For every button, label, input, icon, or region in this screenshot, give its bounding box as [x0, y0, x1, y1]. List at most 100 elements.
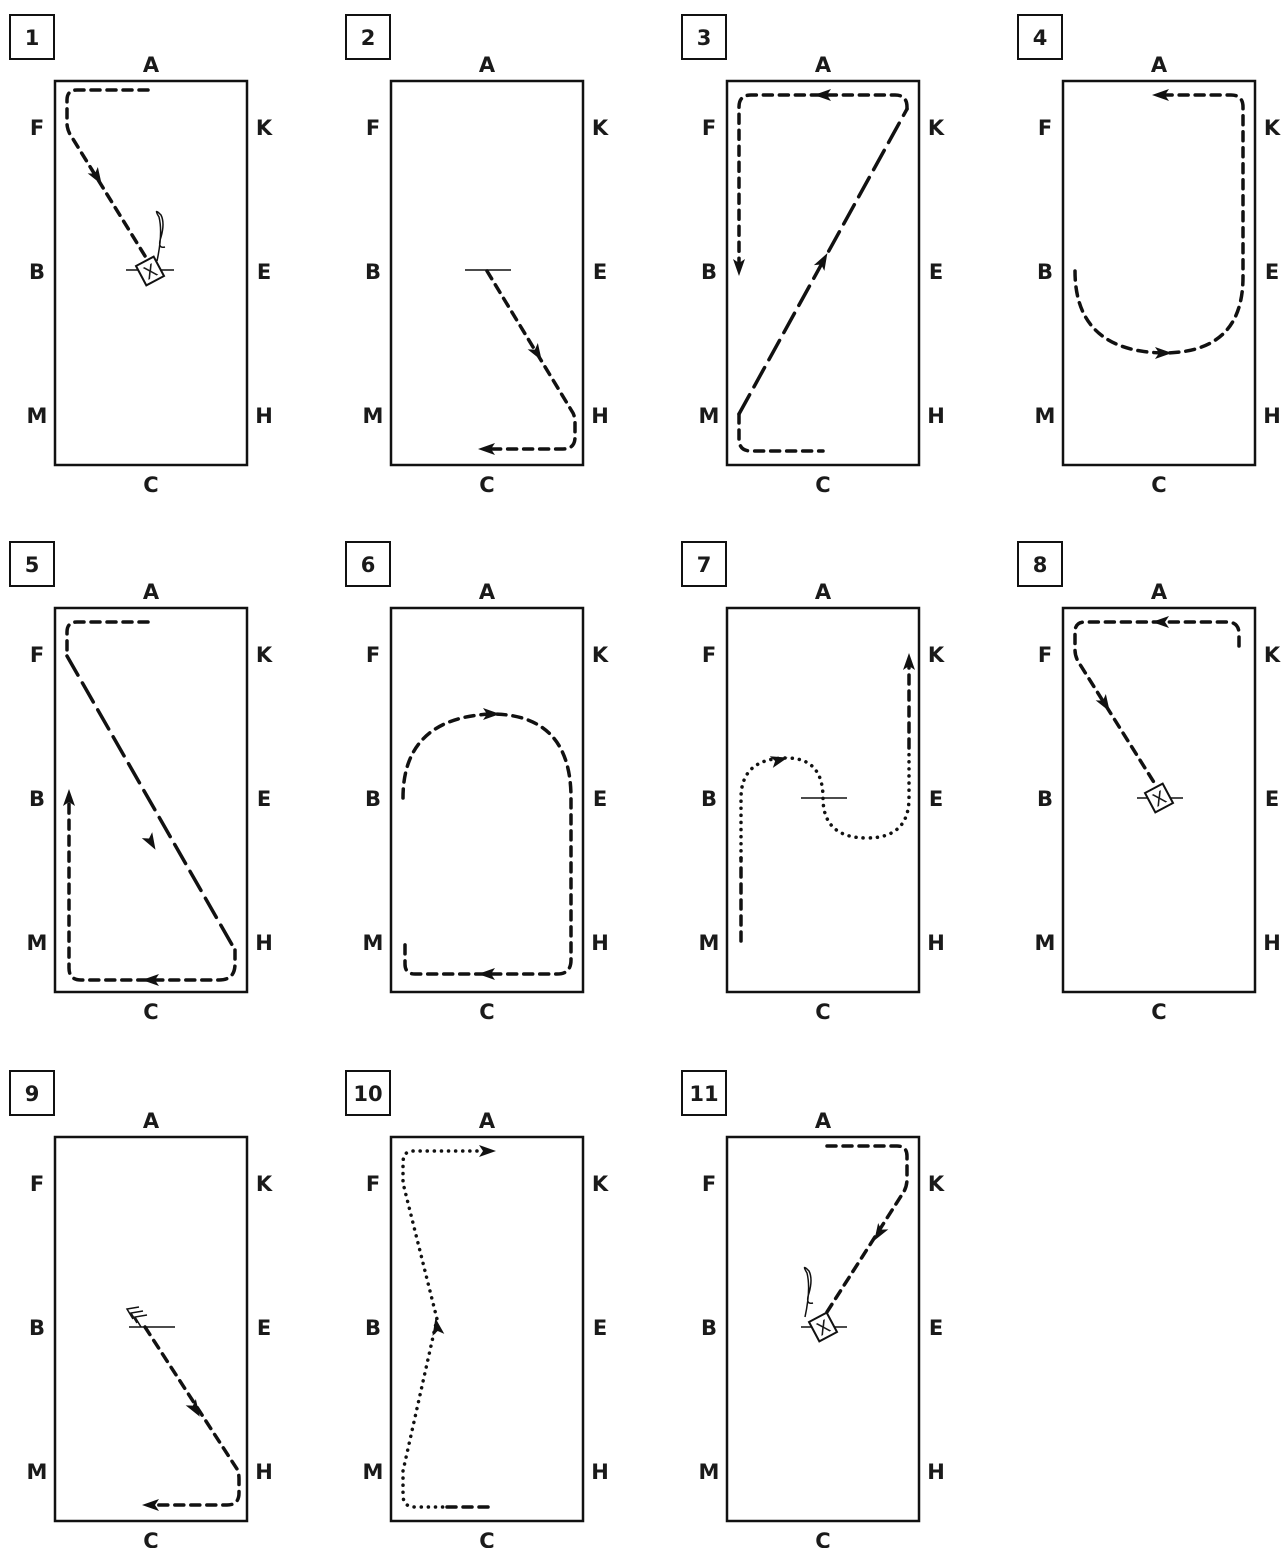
- marker-top: A: [815, 580, 832, 604]
- marker-left-B: B: [701, 260, 717, 284]
- route-path: [401, 712, 573, 976]
- marker-left-F: F: [1038, 643, 1052, 667]
- marker-bottom: C: [815, 473, 830, 497]
- marker-bottom: C: [815, 1529, 830, 1548]
- marker-right-E: E: [929, 260, 943, 284]
- arena-outline: [389, 606, 585, 994]
- panel-number-box: [345, 1070, 391, 1116]
- marker-left-M: M: [699, 931, 720, 955]
- marker-right-H: H: [927, 931, 945, 955]
- arena-outline: [1061, 79, 1257, 467]
- panel-number-box: [681, 14, 727, 60]
- marker-top: A: [1151, 53, 1168, 77]
- panel-number: 1: [25, 26, 40, 50]
- marker-right-E: E: [257, 260, 271, 284]
- panel-number-box: [681, 1070, 727, 1116]
- marker-right-E: E: [929, 787, 943, 811]
- marker-right-K: K: [256, 643, 273, 667]
- marker-right-E: E: [1265, 260, 1279, 284]
- marker-left-M: M: [363, 1460, 384, 1484]
- direction-arrow-icon: [141, 832, 161, 853]
- marker-left-M: M: [27, 404, 48, 428]
- panel-number: 9: [25, 1082, 40, 1106]
- marker-left-F: F: [30, 1172, 44, 1196]
- marker-right-K: K: [256, 1172, 273, 1196]
- marker-right-K: K: [592, 116, 609, 140]
- marker-top: A: [479, 1109, 496, 1133]
- panel-number-box: [9, 14, 55, 60]
- marker-right-H: H: [255, 1460, 273, 1484]
- arena-outline: [725, 606, 921, 994]
- marker-left-B: B: [701, 787, 717, 811]
- marker-right-E: E: [1265, 787, 1279, 811]
- marker-left-M: M: [699, 1460, 720, 1484]
- marker-right-E: E: [593, 787, 607, 811]
- marker-bottom: C: [1151, 473, 1166, 497]
- marker-left-M: M: [27, 931, 48, 955]
- marker-right-H: H: [1263, 404, 1281, 428]
- marker-bottom: C: [479, 473, 494, 497]
- panel-number: 7: [697, 553, 712, 577]
- marker-right-H: H: [591, 404, 609, 428]
- marker-left-M: M: [699, 404, 720, 428]
- marker-left-M: M: [363, 404, 384, 428]
- route-path: [737, 412, 825, 453]
- direction-arrow-icon: [142, 1499, 159, 1511]
- marker-right-E: E: [257, 1316, 271, 1340]
- marker-left-B: B: [1037, 260, 1053, 284]
- marker-left-B: B: [365, 1316, 381, 1340]
- marker-left-B: B: [365, 260, 381, 284]
- panel-number: 11: [689, 1082, 718, 1106]
- marker-right-H: H: [591, 1460, 609, 1484]
- marker-right-K: K: [592, 1172, 609, 1196]
- arena-outline: [53, 79, 249, 467]
- direction-arrow-icon: [813, 250, 833, 271]
- arena-outline: [725, 1135, 921, 1523]
- panel-number: 10: [353, 1082, 382, 1106]
- route-path: [825, 1144, 909, 1314]
- marker-top: A: [143, 580, 160, 604]
- panel-number: 3: [697, 26, 712, 50]
- marker-left-B: B: [1037, 787, 1053, 811]
- panel-number: 4: [1033, 26, 1048, 50]
- marker-left-M: M: [27, 1460, 48, 1484]
- route-path: [401, 1149, 479, 1509]
- marker-bottom: C: [479, 1529, 494, 1548]
- marker-right-K: K: [592, 643, 609, 667]
- route-path: [739, 746, 911, 860]
- panel-number-box: [345, 14, 391, 60]
- marker-left-B: B: [29, 1316, 45, 1340]
- center-x-box: X: [1143, 782, 1175, 814]
- arena-outline: [389, 79, 585, 467]
- marker-right-H: H: [927, 1460, 945, 1484]
- route-path: [485, 269, 577, 451]
- arena-outline: [389, 1135, 585, 1523]
- marker-left-B: B: [29, 787, 45, 811]
- marker-left-F: F: [702, 1172, 716, 1196]
- panel-number: 8: [1033, 553, 1048, 577]
- rein-back-icon: [125, 1306, 148, 1328]
- arena-outline: [53, 606, 249, 994]
- marker-right-K: K: [256, 116, 273, 140]
- marker-right-K: K: [928, 643, 945, 667]
- route-path: [65, 88, 150, 258]
- marker-top: A: [1151, 580, 1168, 604]
- panel-number-box: [9, 541, 55, 587]
- marker-right-K: K: [1264, 643, 1281, 667]
- route-path: [1073, 620, 1241, 786]
- marker-bottom: C: [143, 1000, 158, 1024]
- marker-top: A: [143, 1109, 160, 1133]
- marker-right-E: E: [929, 1316, 943, 1340]
- salute-icon: [155, 210, 166, 262]
- marker-bottom: C: [143, 473, 158, 497]
- marker-left-B: B: [29, 260, 45, 284]
- marker-left-B: B: [365, 787, 381, 811]
- panel-number-box: [681, 541, 727, 587]
- arena-outline: [53, 1135, 249, 1523]
